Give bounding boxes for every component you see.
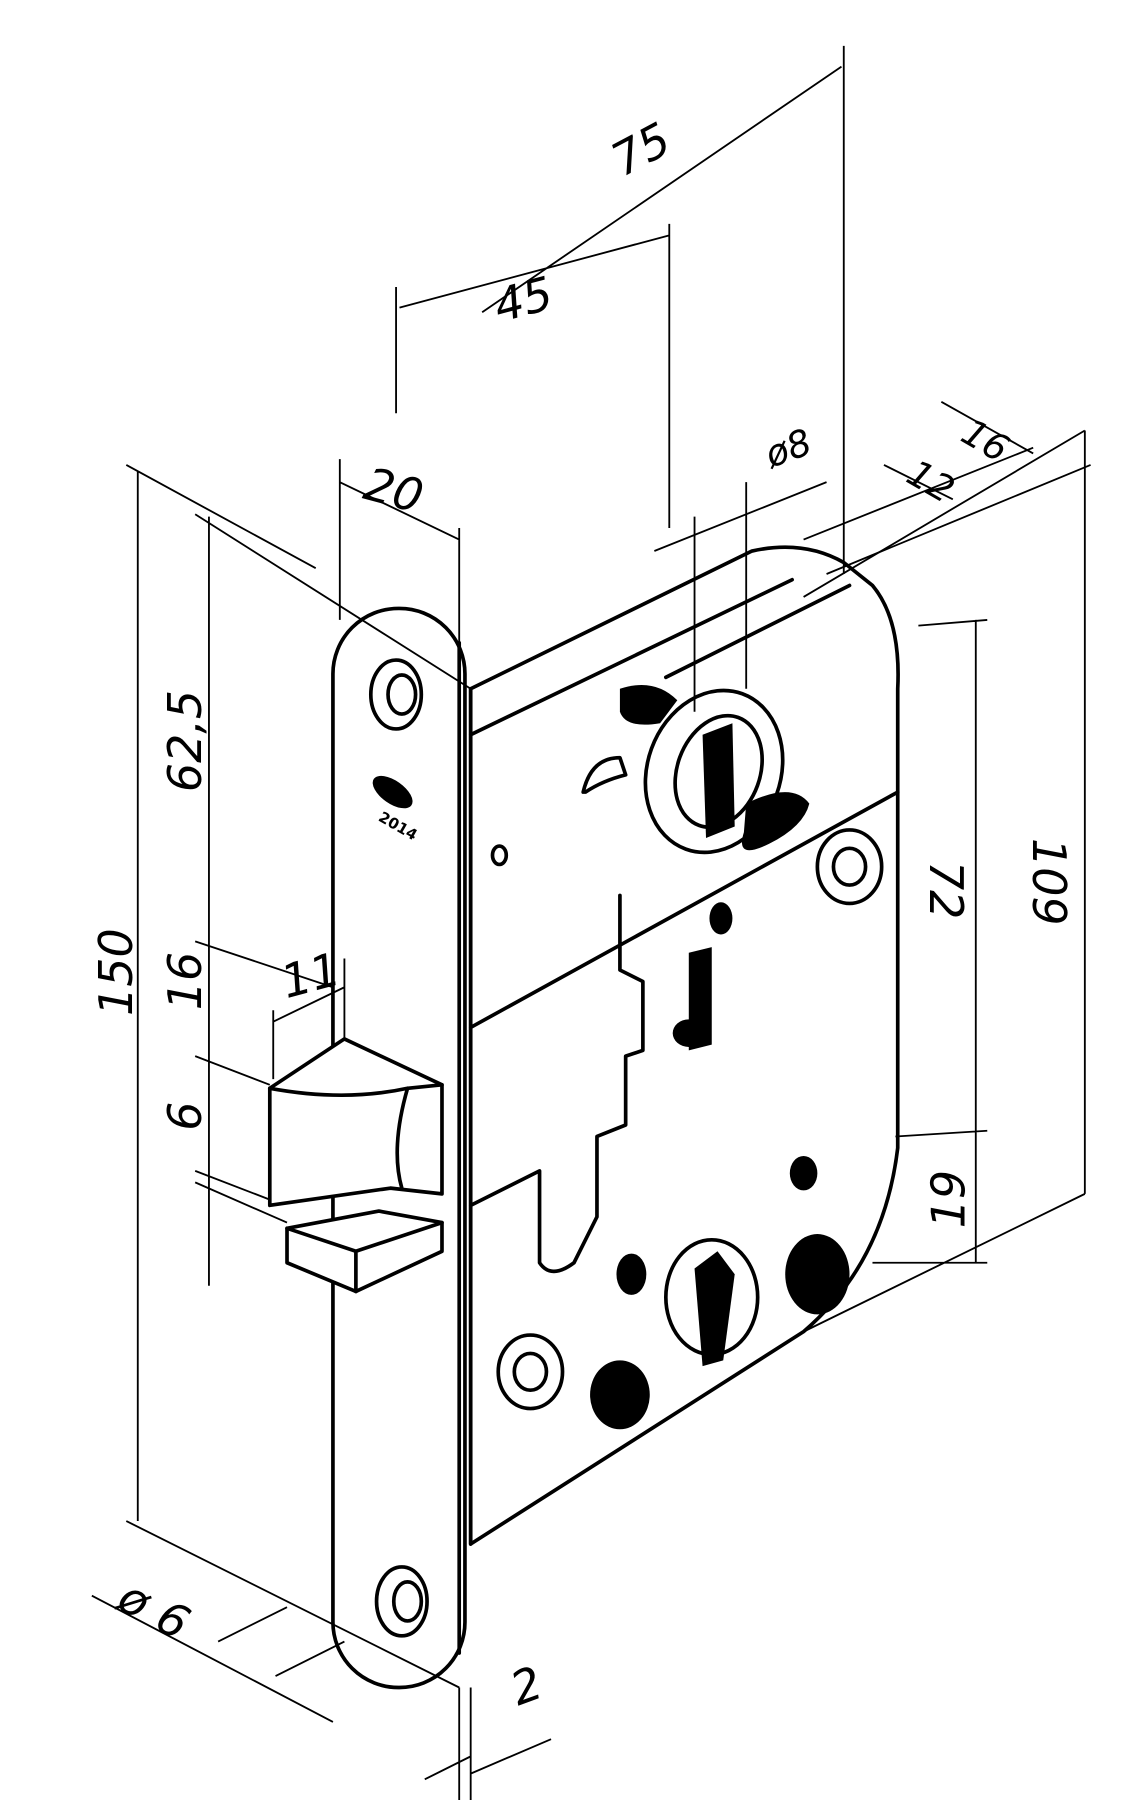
dim-16-latch: 16 [158,952,212,1010]
dim-12-depth: 12 [900,451,962,512]
dim-19: 19 [921,1170,975,1228]
latch-bolt [267,1037,444,1294]
dim-62-5: 62,5 [158,690,212,792]
dim-150: 150 [89,928,143,1016]
brand-logo [372,775,413,809]
dim-20: 20 [359,456,429,523]
dim-45: 45 [488,266,558,333]
dim-2: 2 [503,1655,549,1716]
dimension-lines [91,45,1091,1800]
dim-16-depth: 16 [954,410,1016,471]
dim-72: 72 [919,861,973,919]
dim-screw-hole: ø 6 [109,1569,199,1651]
lock-body [468,545,900,1546]
dim-spindle: ø8 [758,420,817,476]
dim-75: 75 [602,112,679,187]
dim-109: 109 [1022,838,1076,926]
dim-6-gap: 6 [158,1102,212,1131]
